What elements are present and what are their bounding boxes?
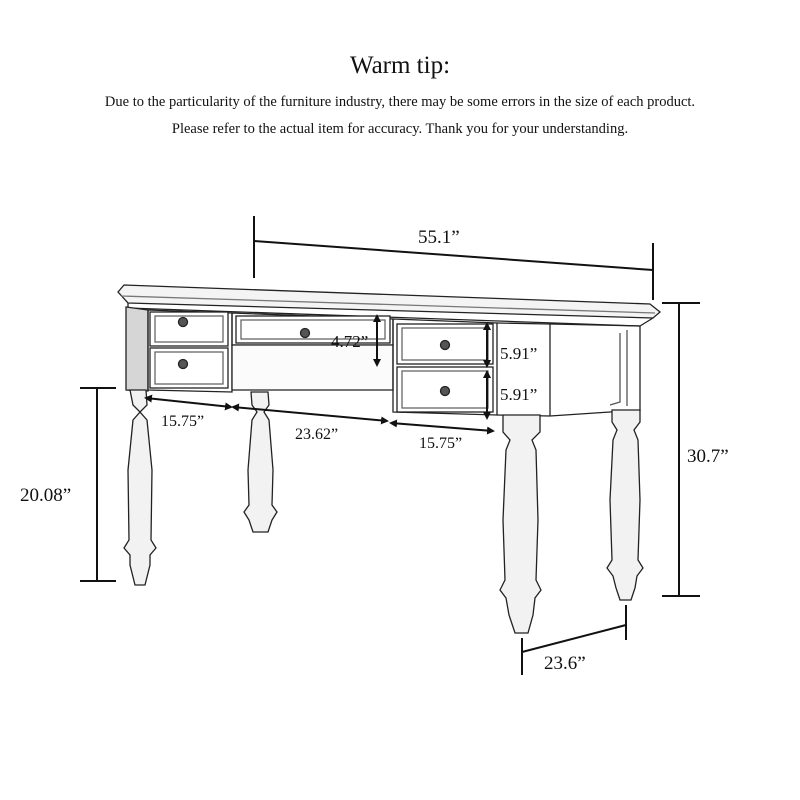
leg-back-right [606,409,644,601]
right-drawer-bottom [396,366,494,413]
disclaimer-line-2: Please refer to the actual item for accu… [171,121,629,137]
leg-front-left [123,389,157,586]
center-drawer [235,315,391,344]
depth-line [521,624,627,653]
left-drawer-bottom [149,347,229,389]
leg-back-left [243,391,278,533]
disclaimer-line-1: Due to the particularity of the furnitur… [104,94,696,110]
total-width-label: 55.1” [418,227,460,248]
right-drawer-top [396,323,494,365]
left-drawer-top [149,311,229,347]
total-height-label: 30.7” [687,446,729,467]
right-drawer-width-label: 15.75” [419,435,462,452]
desk-body [125,306,641,417]
dimension-labels: 55.1” 30.7” 23.6” 20.08” 4.72” 5.91” 5.9… [20,227,729,674]
dimension-lines [80,216,700,675]
depth-label: 23.6” [544,653,586,674]
knee-height-label: 20.08” [20,485,71,506]
center-width-label: 23.62” [295,426,338,443]
side-drawer-bottom-height-label: 5.91” [500,385,537,404]
center-width-line [231,403,389,425]
side-drawer-top-height-label: 5.91” [500,344,537,363]
right-drawer-width-line [389,419,495,435]
leg-front-right [499,414,542,634]
desk-illustration [117,284,662,634]
left-drawer-width-label: 15.75” [161,413,204,430]
left-drawer-width-line [144,394,233,411]
total-width-line [253,240,654,271]
warm-tip-title: Warm tip: [349,52,451,79]
center-drawer-height-label: 4.72” [331,332,368,351]
